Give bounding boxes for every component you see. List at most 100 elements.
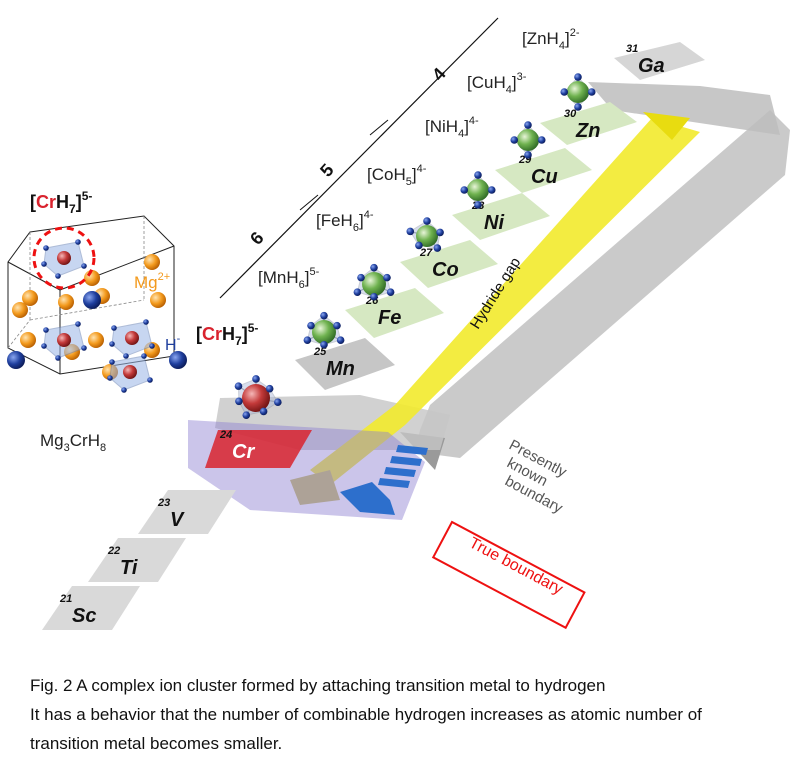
complex-label: [NiH4]4-	[425, 115, 479, 140]
atomic-number: 21	[59, 593, 72, 605]
cluster-label-cr: [CrH7]5-	[196, 321, 258, 348]
tile-fe	[345, 288, 444, 338]
element-symbol: Ga	[638, 55, 665, 77]
hydrogen-atom	[406, 227, 415, 236]
mg-ion	[58, 294, 74, 310]
hydride-ion	[83, 291, 101, 309]
true-boundary-stripes	[378, 445, 428, 488]
complex-label: [MnH6]5-	[258, 266, 320, 291]
tile-cr	[205, 430, 312, 468]
complex-label: [CoH5]4-	[367, 163, 427, 188]
hydrogen-atom	[587, 88, 596, 96]
crh7-unit	[107, 353, 153, 393]
hydrogen-atom	[574, 103, 582, 111]
true-boundary-box	[431, 520, 586, 630]
crh7-unit	[41, 239, 87, 279]
hydride-ion-label: H-	[165, 333, 181, 354]
hydrogen-atom	[510, 136, 519, 144]
hydrogen-atom	[333, 321, 341, 330]
tile-mn	[295, 338, 395, 390]
cr-cluster	[234, 375, 282, 419]
element-labels: 31Ga30Zn29Cu28Ni27Co26Fe25Mn24Cr23V22Ti2…	[59, 43, 665, 627]
mn-cluster	[303, 311, 345, 349]
tile-co	[400, 240, 498, 288]
group-label: 6	[246, 228, 268, 249]
element-symbol: Sc	[72, 605, 96, 627]
atomic-number: 30	[564, 108, 577, 120]
hydrogen-atom	[259, 407, 268, 416]
hydrogen-atom	[423, 217, 431, 225]
complex-labels: [ZnH4]2-[CuH4]3-[NiH4]4-[CoH5]4-[FeH6]4-…	[258, 27, 580, 291]
hydrogen-atom	[274, 398, 282, 407]
atomic-number: 24	[219, 429, 232, 441]
hydrogen-atom	[474, 201, 482, 209]
group-axis-line	[219, 17, 499, 299]
hydrogen-atom	[235, 397, 243, 406]
hydrogen-atom	[336, 336, 345, 344]
element-symbol: Fe	[378, 307, 401, 329]
hydrogen-atom	[474, 171, 482, 179]
hydrogen-atom	[524, 151, 532, 159]
hydrogen-atom	[415, 241, 423, 250]
tile-ni	[452, 193, 550, 240]
hydride-gap-arrow	[310, 118, 700, 485]
hydrogen-atom	[460, 186, 469, 194]
atomic-number: 22	[107, 545, 120, 557]
hydride-clusters	[234, 73, 596, 419]
group-label: 5	[316, 160, 338, 181]
element-symbol: Mn	[326, 358, 355, 380]
mg-ion	[144, 254, 160, 270]
hydrogen-atom	[574, 73, 582, 81]
element-v: 23V	[157, 497, 185, 531]
gap-tail	[290, 470, 340, 505]
hydrogen-atom	[524, 121, 532, 129]
hydride-gap-arrowhead	[643, 112, 690, 140]
mg-ion	[12, 302, 28, 318]
figure-caption-line2: It has a behavior that the number of com…	[30, 705, 702, 724]
highlight-circle	[32, 226, 96, 290]
group-label: 4	[428, 64, 450, 85]
mg-ion	[88, 332, 104, 348]
hydrogen-atom	[433, 244, 442, 252]
element-symbol: Co	[432, 259, 459, 281]
figure-caption-title: Fig. 2 A complex ion cluster formed by a…	[30, 676, 606, 695]
mg-ion	[22, 290, 38, 306]
hydrogen-atom	[307, 321, 315, 330]
hydrogen-atom	[560, 88, 569, 96]
known-boundary-arrow	[415, 110, 790, 458]
element-symbol: Ni	[484, 212, 504, 234]
complex-label: [CuH4]3-	[467, 71, 527, 96]
hydrogen-atom	[265, 384, 274, 393]
hydride-ion	[169, 351, 187, 369]
mg-ion	[20, 332, 36, 348]
ga-band	[588, 82, 780, 135]
hydrogen-atom	[242, 411, 251, 419]
hydrogen-atom	[320, 311, 328, 320]
tile-cu	[495, 148, 592, 193]
zn-cluster	[560, 73, 596, 111]
hydrogen-atom	[357, 273, 365, 282]
element-symbol: Ti	[120, 557, 138, 579]
tile-ga	[614, 42, 705, 80]
figure-caption-line3: transition metal becomes smaller.	[30, 734, 283, 753]
element-ni: 28Ni	[471, 200, 504, 234]
hydrogen-atom	[487, 186, 496, 194]
hydride-diagram: Hydride gap 31Ga30Zn29Cu28Ni27Co26Fe25Mn…	[7, 17, 790, 630]
atomic-number: 23	[157, 497, 170, 509]
hydrogen-atom	[383, 273, 391, 282]
crystal-atoms	[7, 239, 187, 393]
mg-ion	[150, 292, 166, 308]
hydrogen-atom	[386, 288, 395, 296]
element-symbol: Cu	[531, 166, 558, 188]
complex-label: [ZnH4]2-	[522, 27, 580, 52]
crystal-formula: Mg3CrH8	[40, 431, 106, 454]
atomic-number: 27	[419, 247, 433, 259]
tile-sc	[42, 586, 140, 630]
hydrogen-atom	[303, 336, 312, 344]
